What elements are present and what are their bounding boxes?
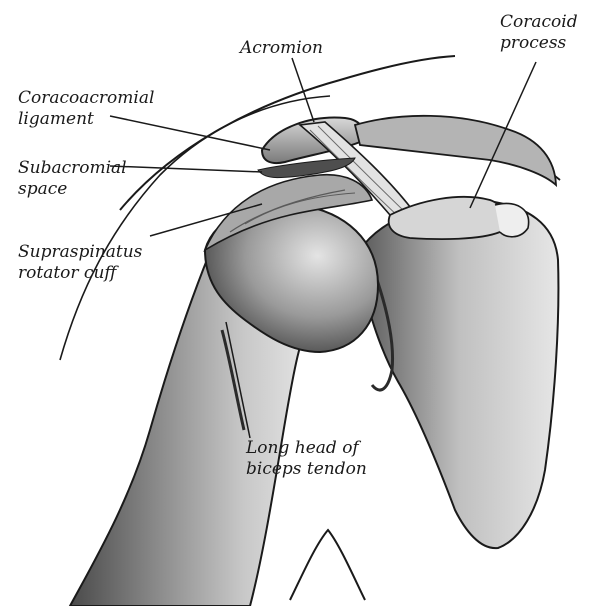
label-subacromial-line1: Subacromial (18, 158, 127, 179)
label-acromion-text: Acromion (240, 38, 323, 59)
chest-outline (290, 530, 365, 600)
label-coracoacromial-ligament: Coracoacromial ligament (18, 88, 154, 130)
label-long-head-biceps-tendon: Long head of biceps tendon (246, 438, 367, 480)
label-supraspinatus-line1: Supraspinatus (18, 242, 142, 263)
label-subacromial-space: Subacromial space (18, 158, 127, 200)
label-subacromial-line2: space (18, 179, 127, 200)
label-coracoid-process: Coracoid process (500, 12, 578, 54)
label-coracoid-line2: process (500, 33, 578, 54)
label-coracoacromial-line2: ligament (18, 109, 154, 130)
scapular-spine (355, 116, 556, 185)
label-supraspinatus-rotator-cuff: Supraspinatus rotator cuff (18, 242, 142, 284)
label-biceps-line2: biceps tendon (246, 459, 367, 480)
label-supraspinatus-line2: rotator cuff (18, 263, 142, 284)
label-acromion: Acromion (240, 38, 323, 59)
label-coracoid-line1: Coracoid (500, 12, 578, 33)
label-biceps-line1: Long head of (246, 438, 367, 459)
label-coracoacromial-line1: Coracoacromial (18, 88, 154, 109)
